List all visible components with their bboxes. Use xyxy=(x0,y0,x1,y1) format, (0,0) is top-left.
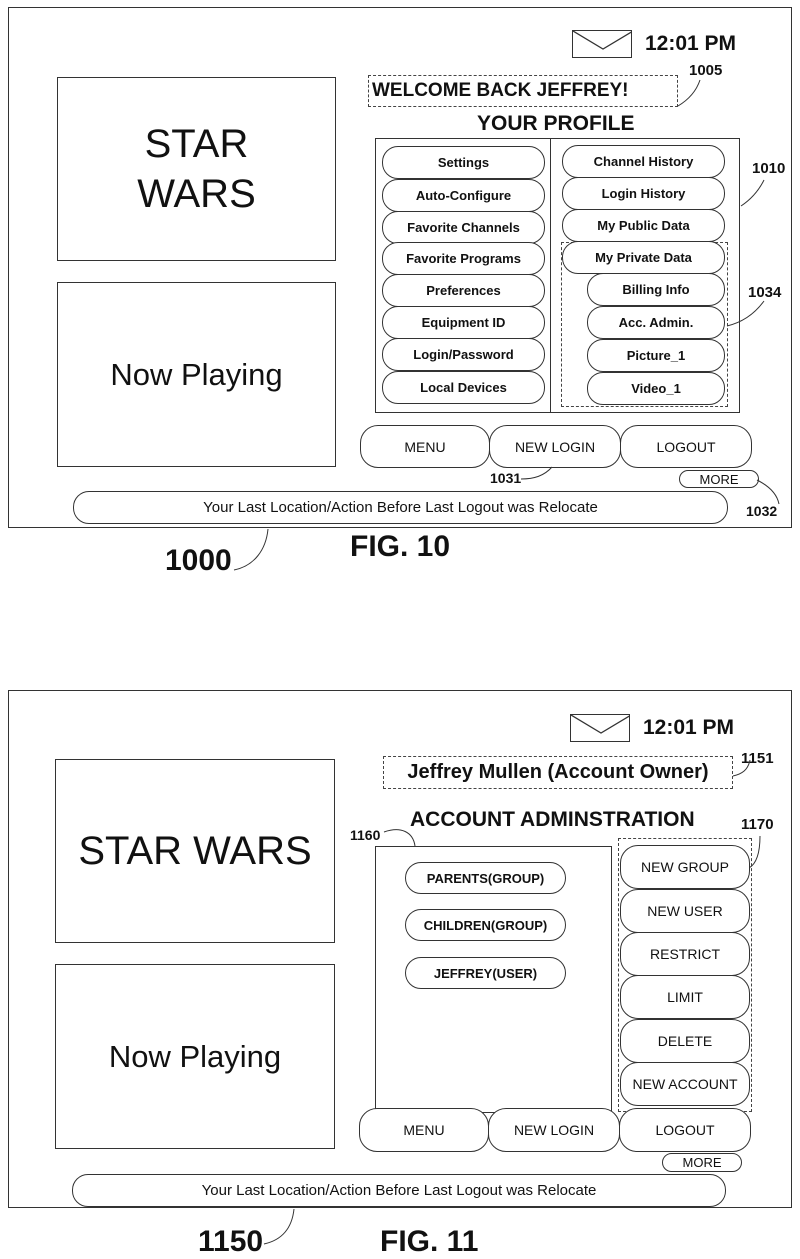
fig10-menu-my-private-data[interactable]: My Private Data xyxy=(562,241,725,274)
fig10-clock: 12:01 PM xyxy=(645,32,737,55)
fig11-leader-1151 xyxy=(732,759,751,777)
fig11-leader-1160 xyxy=(383,829,416,847)
fig11-owner-label: Jeffrey Mullen (Account Owner) xyxy=(407,761,709,783)
fig11-video-title: STAR WARS xyxy=(78,829,312,873)
fig10-ref-1010: 1010 xyxy=(752,160,786,177)
fig11-action-delete[interactable]: DELETE xyxy=(620,1019,750,1063)
fig11-new-login-button[interactable]: NEW LOGIN xyxy=(488,1108,620,1152)
fig11-member-children-group[interactable]: CHILDREN(GROUP) xyxy=(405,909,566,941)
fig11-leader-1170 xyxy=(748,835,761,869)
fig10-menu-preferences[interactable]: Preferences xyxy=(382,274,545,307)
fig11-member-parents-group[interactable]: PARENTS(GROUP) xyxy=(405,862,566,894)
fig10-submenu-billing-info[interactable]: Billing Info xyxy=(587,273,725,306)
fig11-ref-1150: 1150 xyxy=(198,1225,264,1258)
fig10-submenu-video-1[interactable]: Video_1 xyxy=(587,372,725,405)
fig10-now-playing-label: Now Playing xyxy=(110,356,283,392)
fig10-menu-local-devices[interactable]: Local Devices xyxy=(382,371,545,404)
fig10-leader-1010 xyxy=(740,179,765,207)
fig10-status-bar: Your Last Location/Action Before Last Lo… xyxy=(73,491,728,524)
fig10-leader-1000 xyxy=(233,528,269,571)
fig10-new-login-button[interactable]: NEW LOGIN xyxy=(489,425,621,468)
fig10-menu-login-password[interactable]: Login/Password xyxy=(382,338,545,371)
fig10-menu-my-public-data[interactable]: My Public Data xyxy=(562,209,725,242)
fig11-owner-box: Jeffrey Mullen (Account Owner) xyxy=(383,756,733,789)
fig10-caption: FIG. 10 xyxy=(350,530,451,563)
fig10-video-title-line-1: STAR xyxy=(144,122,249,166)
fig11-video-preview[interactable]: STAR WARS xyxy=(55,759,335,943)
fig10-menu-favorite-programs[interactable]: Favorite Programs xyxy=(382,242,545,275)
fig10-ref-1005: 1005 xyxy=(689,62,723,79)
fig10-submenu-picture-1[interactable]: Picture_1 xyxy=(587,339,725,372)
fig11-ref-1160: 1160 xyxy=(350,827,381,843)
fig10-menu-auto-configure[interactable]: Auto-Configure xyxy=(382,179,545,212)
fig10-leader-1005 xyxy=(677,79,701,107)
fig11-menu-button[interactable]: MENU xyxy=(359,1108,489,1152)
fig10-submenu-acc-admin[interactable]: Acc. Admin. xyxy=(587,306,725,339)
fig11-member-jeffrey-user[interactable]: JEFFREY(USER) xyxy=(405,957,566,989)
fig10-leader-1034 xyxy=(726,300,765,327)
fig11-now-playing-box[interactable]: Now Playing xyxy=(55,964,335,1149)
fig10-ref-1000: 1000 xyxy=(165,544,232,577)
fig10-leader-1032 xyxy=(756,479,780,505)
fig11-leader-1150 xyxy=(263,1208,295,1245)
fig10-menu-settings[interactable]: Settings xyxy=(382,146,545,179)
fig10-now-playing-box[interactable]: Now Playing xyxy=(57,282,336,467)
fig11-logout-button[interactable]: LOGOUT xyxy=(619,1108,751,1152)
fig11-action-new-group[interactable]: NEW GROUP xyxy=(620,845,750,889)
fig11-now-playing-label: Now Playing xyxy=(108,1038,282,1074)
fig11-ref-1170: 1170 xyxy=(741,816,774,833)
fig10-video-preview[interactable]: STAR WARS xyxy=(57,77,336,261)
fig10-leader-1031 xyxy=(520,466,553,480)
fig10-profile-panel-divider xyxy=(550,138,552,413)
fig11-more-button[interactable]: MORE xyxy=(662,1153,742,1172)
fig11-action-new-user[interactable]: NEW USER xyxy=(620,889,750,933)
fig10-logout-button[interactable]: LOGOUT xyxy=(620,425,752,468)
fig11-section-title: ACCOUNT ADMINSTRATION xyxy=(410,808,695,831)
fig11-action-limit[interactable]: LIMIT xyxy=(620,975,750,1019)
fig10-menu-button[interactable]: MENU xyxy=(360,425,490,468)
fig10-menu-favorite-channels[interactable]: Favorite Channels xyxy=(382,211,545,244)
fig10-envelope-icon[interactable] xyxy=(572,30,632,58)
fig10-greeting: WELCOME BACK JEFFREY! xyxy=(372,80,629,101)
fig11-action-new-account[interactable]: NEW ACCOUNT xyxy=(620,1062,750,1106)
fig10-greeting-box: WELCOME BACK JEFFREY! xyxy=(368,75,678,107)
fig10-ref-1031: 1031 xyxy=(490,470,522,486)
fig10-menu-login-history[interactable]: Login History xyxy=(562,177,725,210)
fig10-menu-equipment-id[interactable]: Equipment ID xyxy=(382,306,545,339)
fig11-clock: 12:01 PM xyxy=(643,716,735,739)
fig11-caption: FIG. 11 xyxy=(380,1225,479,1258)
fig10-more-button[interactable]: MORE xyxy=(679,470,759,488)
fig10-video-title-line-2: WARS xyxy=(137,172,256,216)
fig10-ref-1034: 1034 xyxy=(748,284,782,301)
fig11-status-bar: Your Last Location/Action Before Last Lo… xyxy=(72,1174,726,1207)
fig10-menu-channel-history[interactable]: Channel History xyxy=(562,145,725,178)
fig10-ref-1032: 1032 xyxy=(746,503,778,519)
fig11-envelope-icon[interactable] xyxy=(570,714,630,742)
fig10-section-title: YOUR PROFILE xyxy=(477,112,635,135)
fig10-profile-panel xyxy=(375,138,740,413)
fig11-action-restrict[interactable]: RESTRICT xyxy=(620,932,750,976)
